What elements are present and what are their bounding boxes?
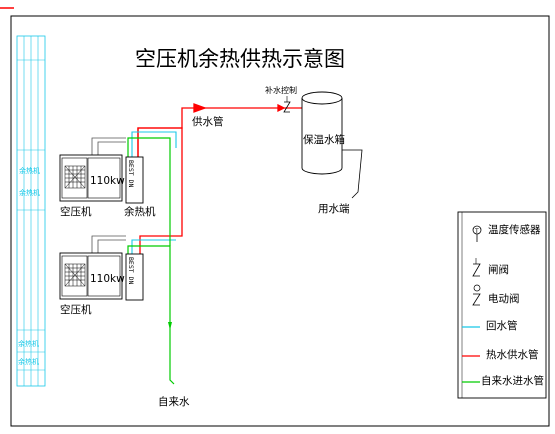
diagram-title: 空压机余热供热示意图 bbox=[135, 47, 345, 71]
fan-icon bbox=[64, 165, 86, 189]
flow-arrow-icon bbox=[193, 103, 207, 113]
compressor-2-power: 110kw bbox=[90, 273, 125, 285]
makeup-label: 补水控制 bbox=[265, 85, 297, 95]
internal-piping bbox=[91, 137, 126, 253]
recovery-1-label: 余热机 bbox=[124, 205, 156, 218]
legend-hot: 热水供水管 bbox=[486, 348, 539, 361]
left-title-strip: 余热机 余热机 余热机 余热机 bbox=[16, 35, 46, 387]
strip-label-1: 余热机 bbox=[19, 166, 40, 175]
recovery-2-text: BEST DN bbox=[127, 257, 135, 284]
makeup-valve: 补水控制 bbox=[265, 85, 297, 113]
legend-return: 回水管 bbox=[486, 319, 518, 332]
strip-label-2: 余热机 bbox=[19, 188, 40, 197]
insulated-tank: 保温水箱 bbox=[301, 91, 363, 199]
compressor-unit-2: 110kw 空压机 bbox=[59, 252, 125, 316]
motor-valve-icon bbox=[472, 284, 481, 306]
gate-valve-icon bbox=[472, 263, 481, 277]
strip-label-4: 余热机 bbox=[18, 357, 39, 366]
tank-label: 保温水箱 bbox=[303, 133, 345, 146]
supply-pipe-label: 供水管 bbox=[192, 115, 224, 128]
compressor-unit-1: 110kw 空压机 bbox=[59, 154, 125, 218]
legend-motor-valve: 电动阀 bbox=[488, 292, 520, 305]
compressor-2-label: 空压机 bbox=[60, 303, 92, 316]
temperature-sensor-icon: T bbox=[472, 225, 482, 242]
end-use-label: 用水端 bbox=[318, 202, 350, 215]
compressor-1-label: 空压机 bbox=[60, 205, 92, 218]
valve-icon bbox=[283, 101, 291, 113]
legend: T 温度传感器 闸阀 电动阀 回水管 热水供水管 自来水进水管 bbox=[457, 211, 547, 399]
legend-sensor: 温度传感器 bbox=[488, 223, 541, 236]
tap-water-pipe bbox=[127, 137, 175, 385]
legend-valve: 闸阀 bbox=[488, 263, 509, 276]
recovery-unit-2: BEST DN bbox=[125, 253, 144, 301]
return-pipe bbox=[131, 131, 177, 254]
tap-water-label: 自来水 bbox=[158, 395, 190, 408]
strip-label-3: 余热机 bbox=[18, 339, 39, 348]
recovery-1-text: BEST DN bbox=[127, 160, 135, 187]
drawing-frame bbox=[10, 15, 550, 427]
recovery-unit-1: BEST DN 余热机 bbox=[124, 156, 156, 218]
svg-text:T: T bbox=[474, 228, 479, 235]
legend-tap: 自来水进水管 bbox=[481, 374, 544, 387]
fan-icon bbox=[64, 263, 86, 287]
compressor-1-power: 110kw bbox=[90, 175, 125, 187]
